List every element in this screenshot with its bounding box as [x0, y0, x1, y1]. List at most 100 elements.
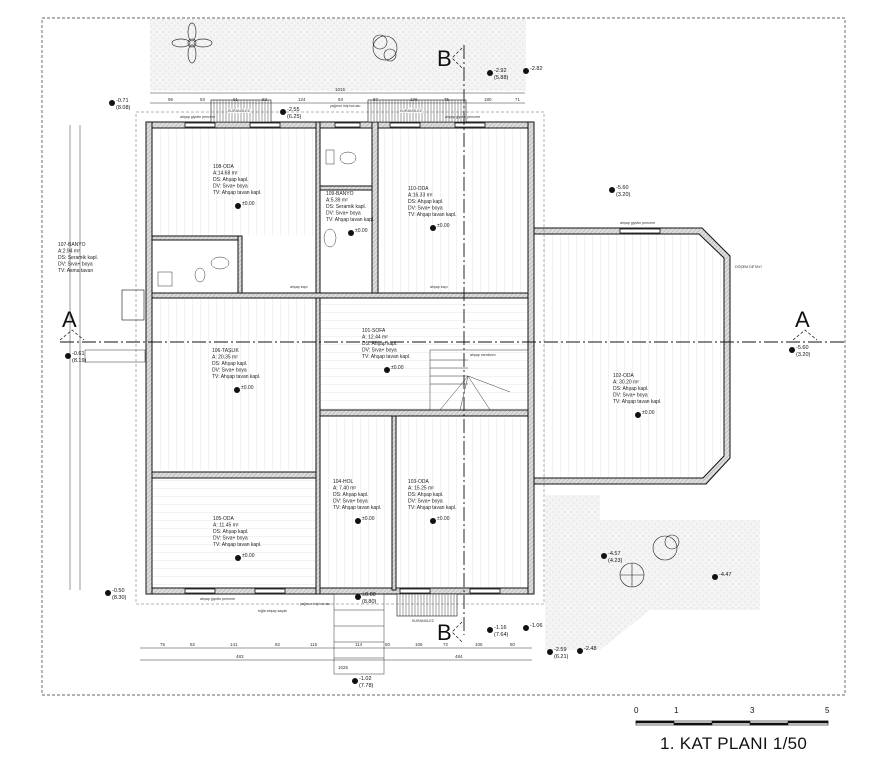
annotation-stair: ahşap merdiven: [470, 353, 496, 357]
dimension-bottom: 114: [355, 642, 363, 647]
dimension-top: 75: [444, 97, 450, 102]
garden-right: [545, 495, 760, 650]
room-name: 103-ODA: [408, 479, 430, 485]
elevation-value: -1.02: [359, 676, 372, 682]
room-level: ±0.00: [437, 223, 450, 229]
dimension-bottom-total: 483: [236, 654, 244, 659]
shrub-icon: [372, 34, 680, 588]
dimension-top: 124: [298, 97, 306, 102]
elevation-absolute: (8.19): [72, 358, 87, 364]
scale-label-3: 3: [750, 706, 755, 715]
room-ds: DS: Ahşap kapl.: [213, 529, 249, 535]
room-level: ±0.00: [362, 516, 375, 522]
elevation-value: ±0.00: [362, 592, 376, 598]
elevation-absolute: (6.21): [554, 654, 569, 660]
annotation-detail: DÖŞEM DETAYI: [735, 265, 762, 269]
room-ds: DS: Ahşap kapl.: [333, 492, 369, 498]
room-area: A: 20.35 m²: [212, 355, 238, 361]
level-marker-icon: [487, 70, 493, 76]
room-area: A:5.39 m²: [326, 198, 348, 204]
elevation-value: -2.55: [287, 107, 300, 113]
room-tv: TV: Ahşap tavan kapl.: [613, 399, 661, 405]
room-tv: TV: Ahşap tavan kapl.: [408, 212, 456, 218]
level-marker-icon: [523, 68, 529, 74]
dimension-bottom: 82: [190, 642, 196, 647]
room-dv: DV: Sıva+ boya: [362, 348, 397, 354]
elevation-absolute: (8.80): [362, 599, 377, 605]
level-marker-icon: [789, 347, 795, 353]
room-area: A: 30.20 m²: [613, 380, 639, 386]
elevation-marker: -4.47: [712, 572, 732, 580]
elevation-value: -5.60: [796, 345, 809, 351]
elevation-marker: -1.16(7.64): [487, 625, 509, 638]
level-marker-icon: [487, 627, 493, 633]
windows: [184, 122, 661, 594]
elevation-value: -4.57: [608, 551, 621, 557]
annotation-downpipe: yağmur iniş borusu: [330, 104, 360, 108]
room-name: 110-ODA: [408, 186, 429, 192]
room-tv: TV: Ahşap tavan kapl.: [326, 217, 374, 223]
annotation-downpipe: yağmur iniş borusu: [300, 602, 330, 606]
annotation-kuranglez: KURANGLEZ: [228, 109, 251, 113]
room-name: 108-ODA: [213, 164, 235, 170]
section-a-right-label: A: [795, 307, 810, 332]
dimension-bottom: 72: [443, 642, 449, 647]
room-level: ±0.00: [642, 410, 655, 416]
elevation-marker: -2.55(6.25): [280, 107, 302, 120]
level-marker-icon: [352, 678, 358, 684]
level-marker-icon: [712, 574, 718, 580]
room-area: A: 11.45 m²: [213, 523, 239, 529]
staircase: [84, 349, 529, 675]
scale-label-0: 0: [634, 706, 639, 715]
elevation-value: -1.16: [494, 625, 507, 631]
level-marker-icon: [65, 353, 71, 359]
level-marker-icon: [234, 387, 240, 393]
room-ds: DS: Seramik kapl.: [326, 204, 366, 210]
section-b-bottom-label: B: [437, 620, 452, 645]
room-ds: DS: Ahşap kapl.: [613, 386, 649, 392]
dimension-top: 106: [410, 97, 418, 102]
room-level: ±0.00: [242, 201, 255, 207]
room-tv: TV: Ahşap tavan kapl.: [408, 505, 456, 511]
room-ds: DS: Seramik kapl.: [58, 255, 98, 261]
room-tv: TV: Ahşap tavan kapl.: [212, 374, 260, 380]
room-ds: DS: Ahşap kapl.: [408, 492, 444, 498]
section-a-left-label: A: [62, 307, 77, 332]
level-marker-icon: [547, 649, 553, 655]
room-tv: TV: Ahşap tavan kapl.: [333, 505, 381, 511]
room-dv: DV: Sıva+ boya: [613, 393, 648, 399]
elevation-value: -2.48: [584, 646, 597, 652]
annotation-door: ahşap kapı: [290, 285, 308, 289]
level-marker-icon: [235, 203, 241, 209]
room-ds: DS: Ahşap kapl.: [212, 361, 248, 367]
room-name: 102-ODA: [613, 373, 635, 379]
elevation-marker: -2.92(5.88): [487, 68, 509, 81]
elevation-marker: -0.50(8.30): [105, 588, 127, 601]
dimension-bottom: 80: [510, 642, 516, 647]
room-tv: TV: Ahşap tavan kapl.: [213, 190, 261, 196]
level-marker-icon: [577, 648, 583, 654]
elevation-marker: -4.57(4.23): [601, 551, 623, 564]
dimension-bottom: 50: [385, 642, 391, 647]
dimension-bottom: 75: [160, 642, 166, 647]
room-area: A: 7.40 m²: [333, 486, 356, 492]
dimension-bottom: 82: [275, 642, 281, 647]
annotation-window: ahşap giyotin pencere: [180, 115, 215, 119]
room-area: A: 12.44 m²: [362, 335, 388, 341]
room-area: A:2.94 m²: [58, 249, 80, 255]
elevation-marker: -2.59(6.21): [547, 647, 569, 660]
dimension-top: 71: [515, 97, 521, 102]
level-marker-icon: [355, 594, 361, 600]
elevation-marker: -2.48: [577, 646, 597, 654]
dimension-top: 83: [262, 97, 268, 102]
elevation-absolute: (4.23): [608, 558, 623, 564]
room-dv: DV: Sıva+ boya: [213, 184, 248, 190]
elevation-marker: -0.71(8.08): [109, 98, 131, 111]
room-name: 105-ODA: [213, 516, 235, 522]
room-tv: TV: Ahşap tavan kapl.: [362, 354, 410, 360]
dimension-overall: 1025: [338, 665, 349, 670]
dimension-top: 93: [200, 97, 206, 102]
scale-bar: [635, 720, 829, 726]
